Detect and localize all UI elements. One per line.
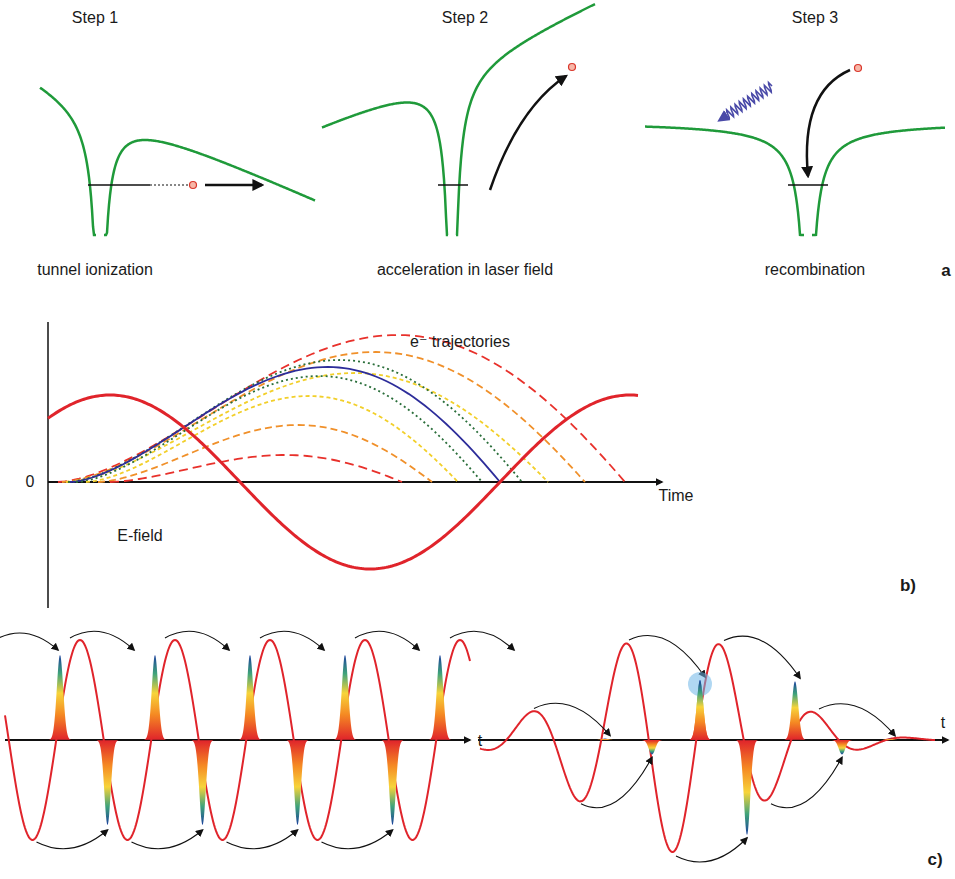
attosecond-burst	[97, 740, 119, 825]
panel-letter: c)	[927, 850, 942, 870]
electron-trajectory	[76, 376, 482, 482]
bound-level	[438, 184, 468, 186]
return-arrow	[629, 635, 705, 677]
electron-trajectory	[66, 373, 548, 482]
panel-letter: a	[941, 261, 950, 281]
curve-label: e⁻ trajectories	[410, 332, 510, 351]
potential-curve	[322, 4, 595, 235]
step-title: Step 2	[442, 8, 488, 27]
step-caption: acceleration in laser field	[377, 260, 553, 279]
potential-branch	[40, 88, 96, 235]
bound-level	[88, 184, 150, 186]
return-arrow	[724, 636, 800, 678]
electron-trajectory	[110, 455, 402, 482]
attosecond-burst	[382, 740, 404, 825]
return-arrow	[450, 631, 514, 650]
electron-trajectory	[68, 360, 522, 482]
electron-trajectory	[70, 367, 500, 482]
return-arrow	[771, 757, 842, 807]
attosecond-burst	[49, 655, 71, 740]
potential-branch	[812, 128, 945, 235]
return-arrow	[581, 757, 652, 807]
step-caption: tunnel ionization	[37, 260, 153, 279]
attosecond-burst	[594, 739, 616, 740]
electron	[569, 64, 576, 71]
attosecond-burst	[287, 740, 309, 825]
photon-head	[719, 117, 724, 120]
step-title: Step 3	[792, 8, 838, 27]
attosecond-burst	[334, 655, 356, 740]
laser-field	[480, 644, 935, 852]
motion-arrow	[490, 76, 566, 190]
step-title: Step 1	[72, 8, 118, 27]
attosecond-burst	[239, 655, 261, 740]
return-arrow	[534, 703, 610, 735]
return-arrow	[260, 631, 324, 650]
return-arrow	[37, 830, 108, 849]
axis-title: t	[478, 731, 482, 750]
curve-label: E-field	[117, 526, 162, 545]
t-axis	[478, 739, 948, 741]
attosecond-burst	[689, 680, 711, 740]
e-field-curve	[48, 395, 638, 569]
panel-letter: b)	[900, 576, 916, 596]
attosecond-burst	[784, 681, 806, 740]
electron-trajectory	[62, 352, 585, 482]
electron	[855, 65, 862, 72]
attosecond-burst	[736, 740, 758, 835]
return-arrow	[0, 633, 58, 650]
laser-field	[5, 640, 470, 840]
y-axis	[47, 322, 49, 608]
electron-trajectory	[86, 396, 458, 482]
attosecond-burst	[831, 740, 853, 754]
attosecond-burst	[641, 740, 663, 754]
return-arrow	[227, 830, 298, 849]
return-arrow	[355, 631, 419, 650]
axis-tick: 0	[26, 472, 35, 491]
return-arrow	[165, 631, 229, 650]
potential-branch	[322, 102, 448, 235]
attosecond-burst	[429, 655, 451, 740]
return-arrow	[819, 704, 895, 736]
axis-title: t	[941, 713, 945, 732]
electron	[190, 182, 197, 189]
return-arrow	[70, 631, 134, 650]
motion-arrow	[205, 184, 262, 187]
return-arrow	[132, 830, 203, 849]
photon	[727, 83, 772, 120]
bound-level	[788, 184, 828, 186]
attosecond-burst	[144, 655, 166, 740]
attosecond-burst	[879, 739, 901, 740]
return-arrow	[676, 838, 747, 862]
motion-arrow	[807, 70, 850, 176]
potential-branch	[456, 4, 595, 235]
potential-branch	[645, 127, 804, 235]
potential-curve	[40, 88, 315, 235]
attosecond-burst	[192, 740, 214, 825]
electron-trajectory	[98, 425, 432, 482]
return-arrow	[322, 830, 393, 849]
axis-title: Time	[659, 486, 694, 505]
potential-branch	[104, 140, 315, 235]
tunnel-path	[150, 184, 188, 185]
time-axis	[48, 481, 662, 483]
potential-curve	[645, 127, 945, 235]
step-caption: recombination	[765, 260, 866, 279]
electron-trajectory	[58, 335, 625, 482]
